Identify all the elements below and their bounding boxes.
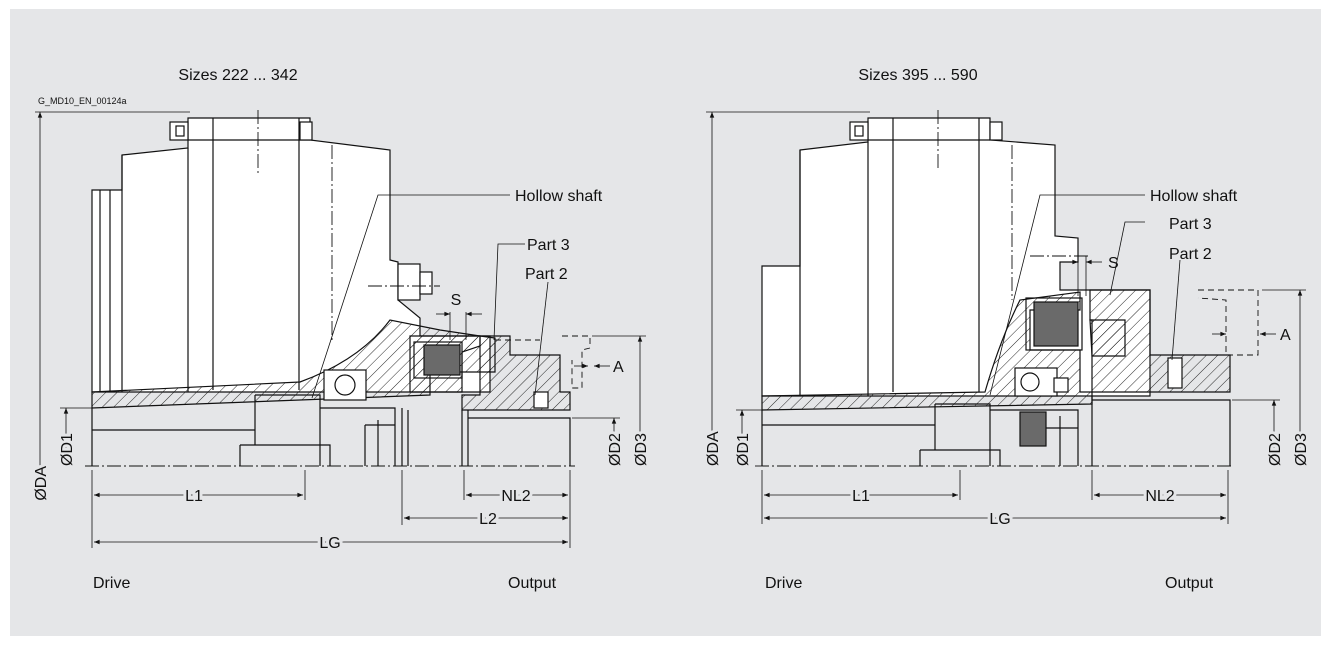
left-label-l1: L1	[185, 488, 203, 505]
right-hollow-shaft-leader	[989, 194, 1145, 396]
right-label-nl2: NL2	[1145, 488, 1174, 505]
right-label-output: Output	[1165, 575, 1214, 592]
right-label-part2: Part 2	[1169, 246, 1212, 263]
right-label-d1: ØD1	[735, 433, 752, 466]
right-label-l1: L1	[852, 488, 870, 505]
left-elastomer	[423, 344, 461, 376]
left-label-part2: Part 2	[525, 266, 568, 283]
right-label-d2: ØD2	[1267, 433, 1284, 466]
right-part2-leader	[1171, 259, 1181, 361]
right-label-drive: Drive	[765, 575, 802, 592]
left-label-s: S	[451, 292, 462, 309]
left-label-d2: ØD2	[607, 433, 624, 466]
right-label-lg: LG	[989, 511, 1010, 528]
right-part3-section	[1089, 319, 1126, 357]
left-label-hollow-shaft: Hollow shaft	[515, 188, 603, 205]
right-label-hollow-shaft: Hollow shaft	[1150, 188, 1238, 205]
right-view	[706, 110, 1306, 524]
left-label-lg: LG	[319, 535, 340, 552]
left-label-d3: ØD3	[633, 433, 650, 466]
left-label-nl2: NL2	[501, 488, 530, 505]
left-hollow-shaft-section	[91, 319, 496, 409]
left-label-drive: Drive	[93, 575, 130, 592]
figure-id: G_MD10_EN_00124a	[38, 96, 127, 106]
left-title: Sizes 222 ... 342	[178, 67, 297, 84]
left-label-d1: ØD1	[59, 433, 76, 466]
left-hollow-shaft-leader	[311, 194, 510, 399]
right-label-a: A	[1280, 327, 1291, 344]
right-hollow-shaft-section	[761, 291, 1093, 411]
right-title: Sizes 395 ... 590	[858, 67, 977, 84]
left-label-da: ØDA	[33, 466, 50, 501]
right-label-d3: ØD3	[1293, 433, 1310, 466]
left-label-part3: Part 3	[527, 237, 570, 254]
left-view	[35, 110, 646, 548]
right-label-s: S	[1108, 255, 1119, 272]
left-label-a: A	[613, 359, 624, 376]
right-part3-leader	[1109, 221, 1145, 296]
left-part3-leader	[493, 243, 525, 341]
left-part2-leader	[534, 281, 549, 396]
right-label-da: ØDA	[705, 431, 722, 466]
right-label-part3: Part 3	[1169, 216, 1212, 233]
left-label-output: Output	[508, 575, 557, 592]
left-label-l2: L2	[479, 511, 497, 528]
right-elastomer	[1033, 301, 1079, 347]
